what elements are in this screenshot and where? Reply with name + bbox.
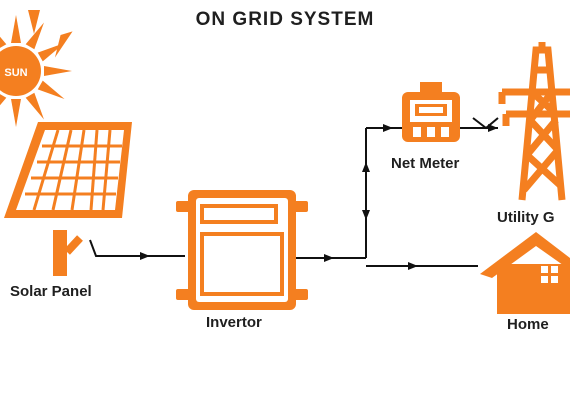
- solar-panel-label: Solar Panel: [10, 283, 92, 300]
- arrow-to-meter: [383, 124, 393, 132]
- arrow-down-bidirectional: [362, 210, 370, 220]
- panel-to-inverter-wire: [89, 239, 185, 257]
- arrow-to-home: [408, 262, 418, 270]
- net-meter-label: Net Meter: [391, 155, 460, 172]
- inverter-label: Invertor: [206, 314, 262, 331]
- arrow-up-bidirectional: [362, 162, 370, 172]
- home-icon: [480, 232, 570, 314]
- solar-panel-icon: [4, 122, 132, 276]
- home-label: Home: [507, 316, 549, 333]
- sun-icon: SUN: [0, 10, 73, 127]
- utility-grid-label: Utility G: [497, 209, 555, 226]
- arrow-to-inverter: [140, 252, 150, 260]
- flow-arrows: [140, 124, 498, 270]
- sun-label: SUN: [4, 67, 27, 79]
- net-meter-icon: [402, 82, 460, 142]
- arrow-to-tower: [488, 124, 498, 132]
- diagram-title: ON GRID SYSTEM: [195, 9, 375, 30]
- inverter-icon: [176, 190, 308, 310]
- arrow-from-inverter: [324, 254, 334, 262]
- utility-grid-tower-icon: [498, 42, 570, 201]
- meter-tower-link: [472, 117, 499, 130]
